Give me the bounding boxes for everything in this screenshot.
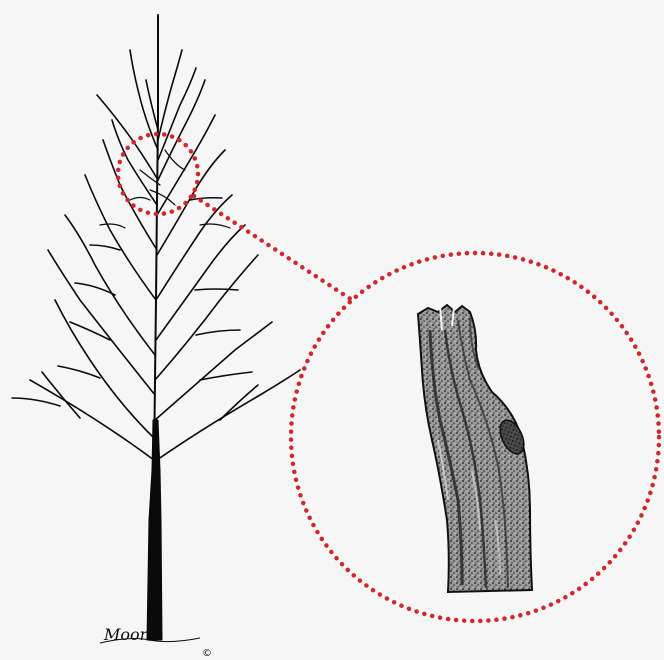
magnified-branch-detail: [418, 305, 532, 592]
left-branches: [12, 50, 158, 460]
copyright-mark: ©: [202, 648, 212, 659]
artist-signature: Moore ©: [100, 625, 212, 659]
callout-connector-line: [194, 196, 352, 300]
tree-trunk-base: [147, 420, 162, 640]
tree: [12, 15, 300, 640]
right-branches: [154, 50, 300, 462]
